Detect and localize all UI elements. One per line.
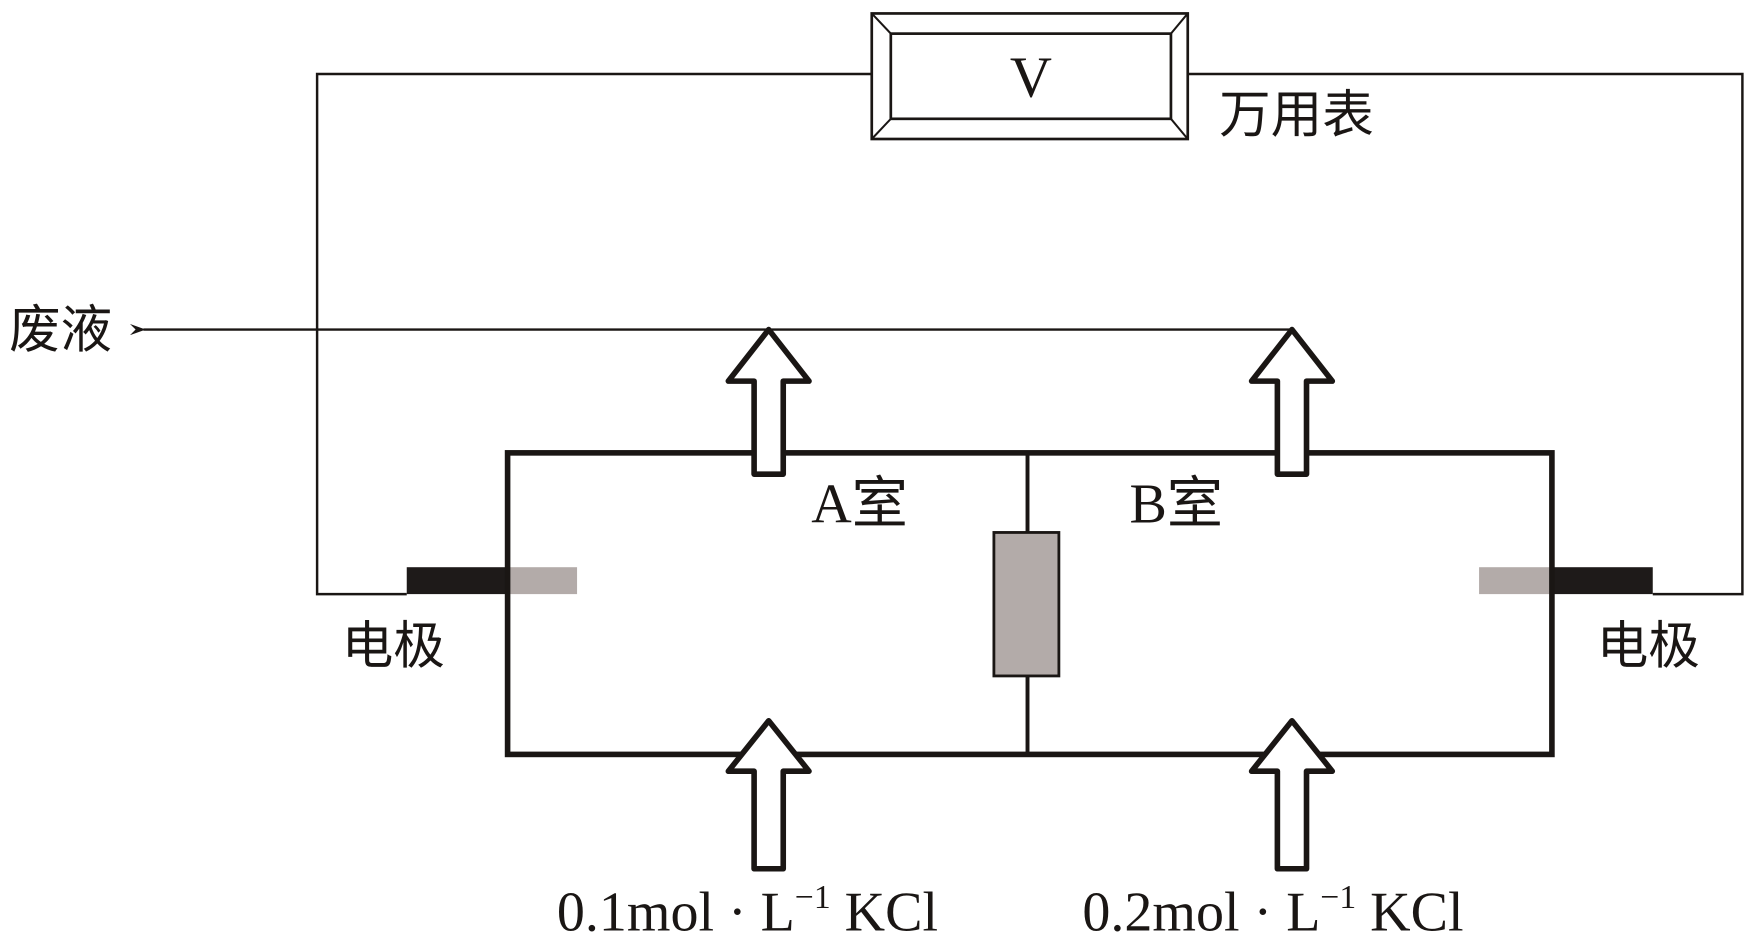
voltmeter-display [889, 32, 1173, 121]
input-right-prefix: 0.2mol · L [1082, 881, 1320, 936]
right-electrode-tip [1479, 567, 1550, 595]
left-electrode-label: 电极 [342, 617, 445, 677]
right-electrode-lead [1549, 567, 1653, 595]
bevel-line [1170, 118, 1189, 140]
voltmeter: V [870, 12, 1190, 141]
input-left-sup: −1 [795, 879, 831, 916]
input-right-sup: −1 [1320, 879, 1356, 916]
ion-exchange-membrane [992, 531, 1061, 678]
multimeter-label: 万用表 [1219, 85, 1374, 145]
left-electrode-lead [406, 567, 510, 595]
input-right-suffix: KCl [1356, 881, 1463, 936]
chamber-b-label: B室 [1129, 473, 1222, 535]
chamber-a-label: A室 [811, 473, 907, 535]
left-electrode-tip [509, 567, 578, 595]
input-left-prefix: 0.1mol · L [557, 881, 795, 936]
waste-label: 废液 [9, 300, 112, 360]
inflow-arrow-b [1248, 717, 1336, 872]
input-left-suffix: KCl [831, 881, 938, 936]
electrolytic-cell [504, 450, 1555, 758]
right-electrode-label: 电极 [1597, 617, 1700, 677]
voltmeter-symbol: V [1010, 44, 1052, 109]
bevel-line [871, 12, 892, 35]
bevel-line [1170, 12, 1189, 35]
bevel-line [871, 118, 892, 140]
circuit-wire [315, 72, 872, 596]
inflow-arrow-a [725, 717, 812, 872]
outflow-arrow-a [725, 326, 812, 477]
circuit-wire-right [1187, 72, 1744, 596]
input-label-left: 0.1mol · L−1 KCl [557, 879, 938, 936]
input-label-right: 0.2mol · L−1 KCl [1082, 879, 1463, 936]
outflow-arrow-b [1248, 326, 1336, 477]
